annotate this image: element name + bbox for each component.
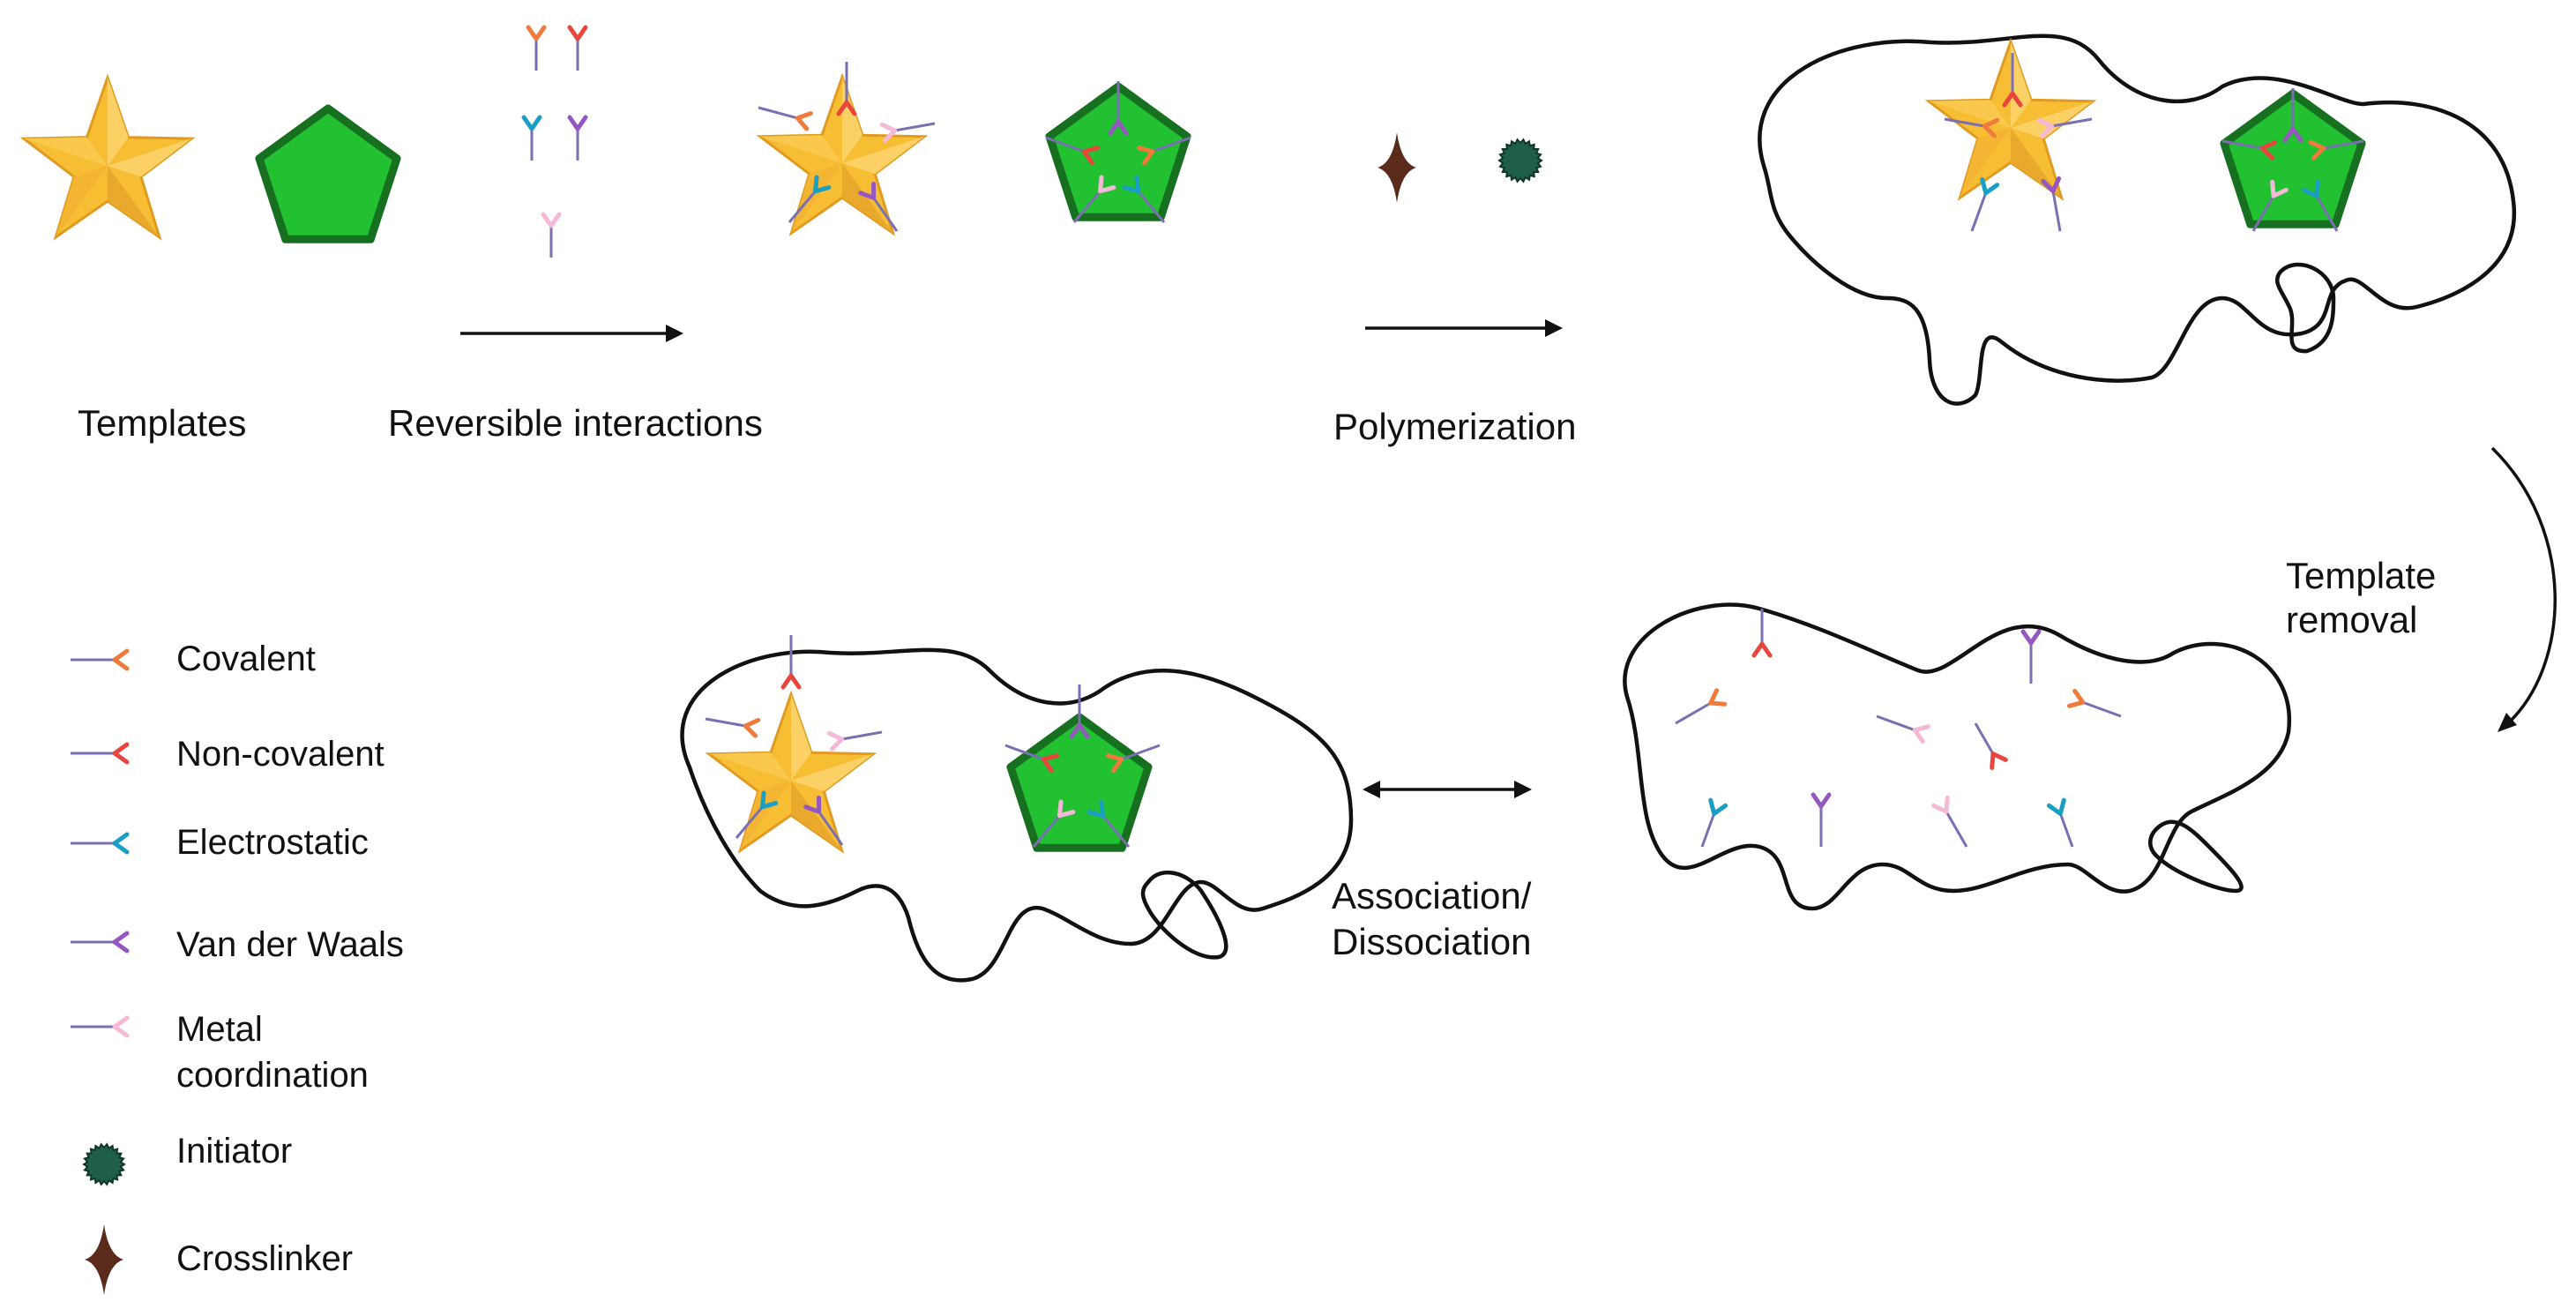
cavity-receptors xyxy=(1675,609,2122,848)
receptor-icon xyxy=(758,106,813,131)
noncovalent-receptor-icon xyxy=(71,742,130,765)
receptor-icon xyxy=(2302,179,2339,232)
legend-item-van-der-waals: Van der Waals xyxy=(71,925,404,964)
receptor-icon xyxy=(1751,609,1773,658)
receptor-icon xyxy=(780,635,802,690)
receptor-icon xyxy=(2282,88,2303,143)
legend-label-covalent: Covalent xyxy=(176,640,316,678)
receptor-icon xyxy=(1122,175,1166,223)
crosslinker-icon xyxy=(85,1224,123,1295)
receptor-icon xyxy=(1136,136,1191,166)
receptor-icon xyxy=(2036,117,2093,138)
imprinted-polymer-empty xyxy=(1623,602,2292,911)
noncovalent-monomer-icon xyxy=(567,25,588,71)
legend-label-coordination: coordination xyxy=(176,1056,369,1095)
receptor-icon xyxy=(1811,792,1832,847)
legend-item-initiator: Initiator xyxy=(82,1132,292,1186)
electrostatic-receptor-icon xyxy=(71,832,130,855)
receptor-icon xyxy=(2251,179,2289,232)
receptor-icon xyxy=(2308,139,2364,161)
metal-monomer-icon xyxy=(541,212,562,258)
legend-item-metal-coordination: Metal coordination xyxy=(71,1010,369,1095)
template-star xyxy=(22,76,193,239)
receptor-icon xyxy=(1069,684,1090,739)
legend-item-noncovalent: Non-covalent xyxy=(71,735,385,774)
vdw-receptor-icon xyxy=(71,931,130,954)
legend: Covalent Non-covalent Electrostatic Van … xyxy=(71,640,404,1295)
receptor-icon xyxy=(858,182,899,232)
label-template-removal-1: Template xyxy=(2286,555,2436,596)
legend-label-noncovalent: Non-covalent xyxy=(176,735,385,774)
legend-label-van-der-waals: Van der Waals xyxy=(176,925,404,964)
receptor-icon xyxy=(705,717,761,738)
receptor-icon xyxy=(2002,53,2023,108)
receptor-icon xyxy=(1931,795,1968,848)
metal-receptor-icon xyxy=(71,1015,130,1038)
crosslinker-icon xyxy=(1378,132,1416,203)
receptor-icon xyxy=(1032,799,1076,848)
vdw-monomer-icon xyxy=(567,115,588,161)
receptor-icon xyxy=(826,730,883,752)
receptor-icon xyxy=(1974,722,2008,770)
polymer-rebound xyxy=(680,647,1354,983)
receptor-icon xyxy=(2221,139,2278,161)
legend-label-metal: Metal xyxy=(176,1010,263,1049)
receptor-icon xyxy=(1970,176,2000,232)
receptor-icon xyxy=(1086,799,1131,848)
legend-label-crosslinker: Crosslinker xyxy=(176,1239,353,1278)
label-dissociation: Dissociation xyxy=(1332,921,1531,962)
receptor-icon xyxy=(1944,117,2000,138)
arrow-template-removal xyxy=(2490,446,2557,732)
label-reversible-interactions: Reversible interactions xyxy=(388,402,763,444)
legend-label-initiator: Initiator xyxy=(176,1132,292,1171)
label-polymerization: Polymerization xyxy=(1333,406,1576,447)
covalent-monomer-icon xyxy=(526,25,547,71)
receptor-icon xyxy=(2066,688,2122,718)
receptor-icon xyxy=(1700,797,1729,848)
initiator-icon xyxy=(82,1142,126,1186)
legend-item-electrostatic: Electrostatic xyxy=(71,823,369,862)
electrostatic-monomer-icon xyxy=(521,115,542,161)
legend-label-electrostatic: Electrostatic xyxy=(176,823,369,862)
label-association: Association/ xyxy=(1332,875,1532,916)
legend-item-crosslinker: Crosslinker xyxy=(85,1224,353,1295)
arrow-association-dissociation xyxy=(1363,781,1532,798)
receptor-icon xyxy=(1045,136,1101,166)
arrow-reversible xyxy=(460,325,683,342)
receptor-icon xyxy=(1876,714,1931,744)
receptor-icon xyxy=(2046,797,2074,848)
arrow-polymerization xyxy=(1365,319,1563,337)
polymer-receptors xyxy=(1944,53,2364,232)
rebound-receptors xyxy=(705,635,1161,848)
receptor-icon xyxy=(803,796,844,846)
legend-item-covalent: Covalent xyxy=(71,640,316,678)
receptor-icon xyxy=(1072,175,1116,223)
receptor-icon xyxy=(836,62,857,116)
initiator-icon xyxy=(1497,138,1543,183)
label-templates: Templates xyxy=(78,402,246,444)
polymer-with-templates xyxy=(1758,34,2517,406)
receptor-icon xyxy=(735,790,779,839)
receptor-icon xyxy=(1004,744,1060,774)
bound-receptors xyxy=(758,62,1191,232)
free-monomers xyxy=(521,25,588,258)
covalent-receptor-icon xyxy=(71,648,130,671)
receptor-icon xyxy=(788,175,832,223)
receptor-icon xyxy=(1675,688,1728,725)
label-template-removal-2: removal xyxy=(2286,599,2417,640)
receptor-icon xyxy=(2041,176,2062,232)
bound-star xyxy=(758,75,926,235)
template-pentagon xyxy=(259,108,397,239)
receptor-icon xyxy=(2020,629,2042,684)
receptor-icon xyxy=(1105,744,1161,774)
receptor-icon xyxy=(1108,81,1129,136)
receptor-icon xyxy=(879,122,936,143)
